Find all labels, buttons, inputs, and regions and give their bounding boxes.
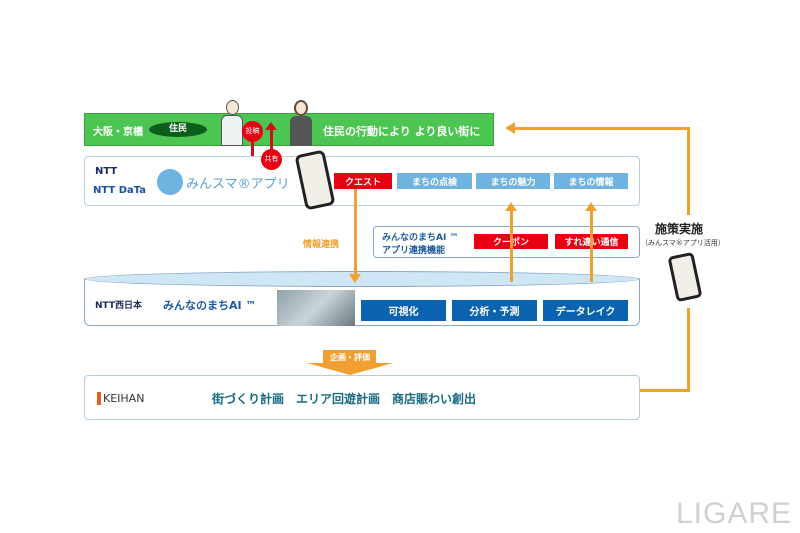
link-arrow [354, 189, 357, 275]
link-label: 情報連携 [303, 240, 340, 250]
share-badge: 共有 [261, 149, 282, 170]
charm-arrowhead [505, 202, 517, 211]
app-name: みんスマ®アプリ [186, 177, 290, 192]
man-icon [220, 100, 244, 146]
cylinder-top [84, 271, 640, 287]
ntt-west-logo: NTT西日本 [95, 301, 143, 311]
post-badge: 投稿 [242, 121, 263, 142]
phone-icon [667, 251, 703, 303]
inspection-button[interactable]: まちの点検 [397, 173, 472, 189]
visualize-button[interactable]: 可視化 [361, 300, 446, 321]
ai-name: みんなのまちAI ™ [163, 299, 257, 312]
info-arrowhead [585, 202, 597, 211]
resident-bar: 大阪・京橋 住民 住民の行動により より良い街に [84, 100, 494, 146]
quest-button[interactable]: クエスト [334, 173, 392, 189]
location-label: 大阪・京橋 [93, 127, 143, 138]
keihan-layer: KEIHAN 街づくり計画 エリア回遊計画 商店賑わい創出 [84, 375, 640, 420]
woman-icon [289, 100, 313, 146]
loop-line-bottom [640, 389, 690, 392]
post-arrow [251, 128, 254, 166]
plan-label: 企画・評価 [330, 353, 370, 362]
info-button[interactable]: まちの情報 [554, 173, 628, 189]
watermark: LIGARE [676, 497, 793, 530]
info-arrow [590, 210, 593, 282]
app-icon [157, 169, 183, 195]
loop-arrowhead [505, 122, 515, 134]
plan-arrowhead [307, 363, 393, 375]
loop-line-right-upper [687, 127, 690, 215]
keihan-logo: KEIHAN [97, 392, 144, 405]
charm-arrow [510, 210, 513, 282]
ai-function-subtitle: アプリ連携機能 [382, 246, 446, 256]
link-arrowhead [349, 274, 361, 283]
share-arrowhead [265, 122, 277, 130]
ntt-logo: NTT [95, 166, 118, 177]
datalake-button[interactable]: データレイク [543, 300, 628, 321]
resident-badge: 住民 [149, 122, 207, 137]
ai-function-title: みんなのまちAI ™ [382, 233, 459, 243]
loop-line-top [514, 127, 690, 130]
side-title: 施策実施 [655, 222, 704, 236]
loop-line-right-lower [687, 308, 690, 392]
nttdata-logo: NTT DaTa [93, 185, 147, 196]
side-subtitle: （みんスマ®アプリ活用） [641, 239, 725, 247]
slogan: 住民の行動により より良い街に [323, 125, 481, 138]
outputs-text: 街づくり計画 エリア回遊計画 商店賑わい創出 [212, 392, 477, 406]
charm-button[interactable]: まちの魅力 [476, 173, 550, 189]
map-thumbnail [277, 290, 355, 326]
plan-arrow [323, 350, 376, 364]
analysis-button[interactable]: 分析・予測 [452, 300, 537, 321]
